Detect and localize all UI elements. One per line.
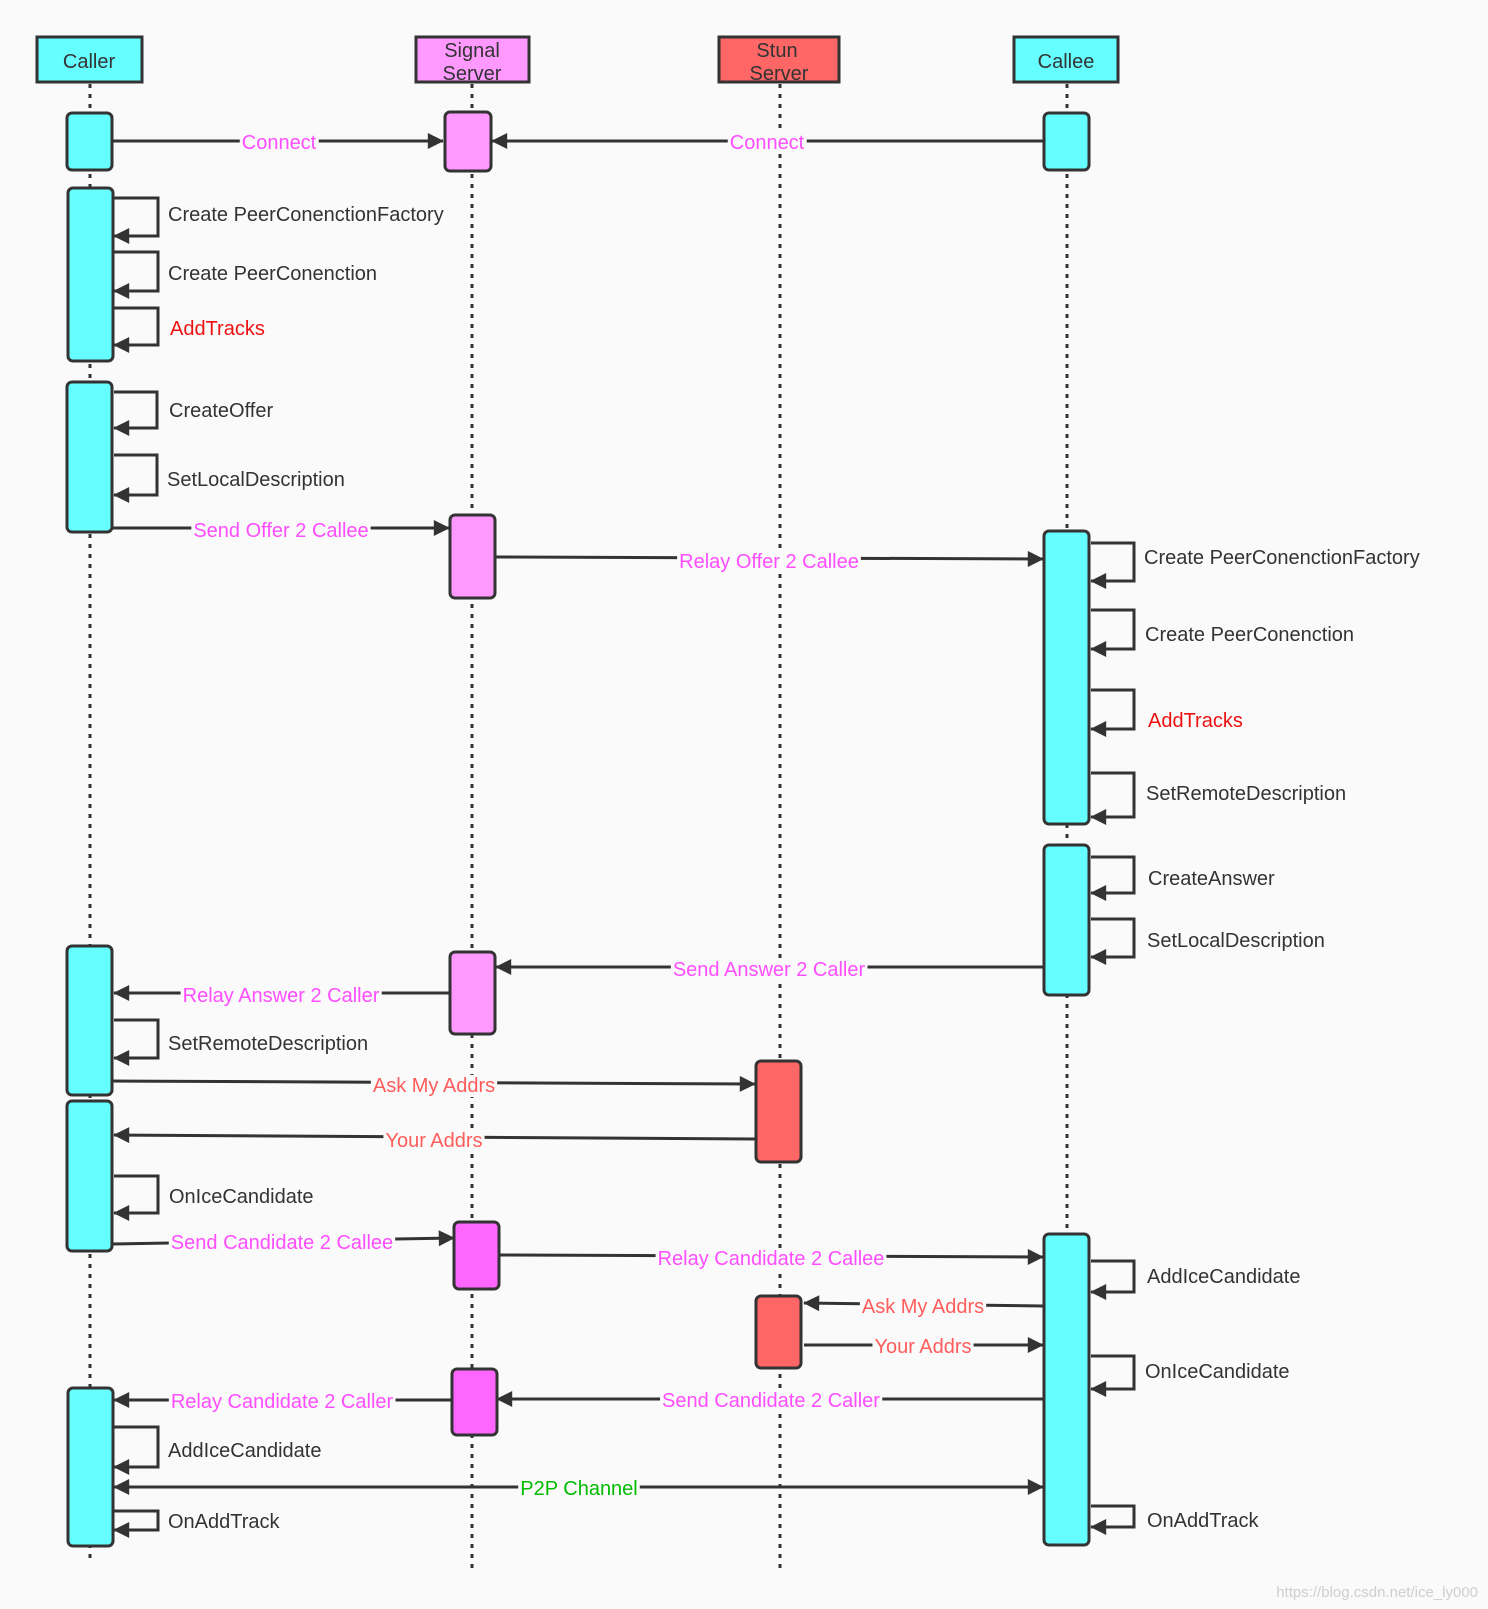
caller-setremote-label: SetRemoteDescription: [168, 1033, 368, 1055]
send-answer-label: Send Answer 2 Caller: [673, 959, 866, 981]
callee-factory-label: Create PeerConenctionFactory: [1144, 547, 1420, 569]
caller-onaddtrack-loop: [113, 1509, 160, 1538]
callee-addtracks-label: AddTracks: [1148, 710, 1243, 732]
caller-activation: [66, 1386, 115, 1548]
callee-setlocal-label: SetLocalDescription: [1147, 930, 1325, 952]
caller-addice-label: AddIceCandidate: [168, 1440, 321, 1462]
callee-pc-loop: [1090, 608, 1136, 657]
ask-addrs-callee-label: Ask My Addrs: [862, 1296, 984, 1318]
caller-factory-label: Create PeerConenctionFactory: [168, 204, 444, 226]
your-addrs-caller-label: Your Addrs: [385, 1130, 482, 1152]
caller-addice-loop: [113, 1425, 160, 1475]
caller-activation: [65, 1099, 114, 1253]
signal-title-line2: Server: [443, 63, 502, 85]
p2p-channel-label: P2P Channel: [520, 1478, 638, 1500]
label-background: [239, 132, 319, 154]
ask-addrs-caller-label: Ask My Addrs: [373, 1075, 495, 1097]
relay-candidate-caller-label: Relay Candidate 2 Caller: [171, 1391, 394, 1413]
callee-addtracks-loop: [1090, 688, 1136, 737]
label-background: [655, 1248, 887, 1270]
caller-onice-loop: [113, 1174, 160, 1221]
label-background: [168, 1232, 396, 1254]
signal-server-participant: Signal Server: [414, 35, 531, 85]
relay-offer-label: Relay Offer 2 Callee: [679, 551, 859, 573]
callee-activation: [1042, 843, 1091, 997]
callee-addice-loop: [1090, 1259, 1136, 1300]
your-addrs-callee-label: Your Addrs: [874, 1336, 971, 1358]
send-candidate-caller-label: Send Candidate 2 Caller: [662, 1390, 880, 1412]
label-background: [168, 1391, 396, 1413]
label-background: [191, 520, 371, 542]
caller-onice-label: OnIceCandidate: [169, 1186, 314, 1208]
caller-createoffer-loop: [113, 390, 159, 436]
callee-activation: [1042, 111, 1091, 172]
stun-title-line1: Stun: [756, 40, 797, 62]
caller-title: Caller: [63, 51, 116, 73]
callee-pc-label: Create PeerConenction: [1145, 624, 1354, 646]
stun-activation: [754, 1294, 803, 1370]
label-background: [859, 1296, 987, 1318]
stun-title-line2: Server: [750, 63, 809, 85]
label-background: [872, 1336, 974, 1358]
caller-pc-label: Create PeerConenction: [168, 263, 377, 285]
label-background: [518, 1478, 640, 1500]
callee-onaddtrack-label: OnAddTrack: [1147, 1510, 1260, 1532]
label-background: [727, 132, 807, 154]
callee-createanswer-label: CreateAnswer: [1148, 868, 1275, 890]
caller-setlocal-loop: [113, 453, 159, 503]
caller-activation: [65, 944, 114, 1097]
caller-createoffer-label: CreateOffer: [169, 400, 273, 422]
relay-answer-label: Relay Answer 2 Caller: [183, 985, 380, 1007]
caller-activation: [65, 111, 114, 172]
caller-setlocal-label: SetLocalDescription: [167, 469, 345, 491]
caller-participant: Caller: [35, 35, 144, 84]
label-background: [660, 1390, 883, 1412]
signal-activation: [443, 110, 493, 173]
callee-setremote-label: SetRemoteDescription: [1146, 783, 1346, 805]
signal-title-line1: Signal: [444, 40, 500, 62]
callee-participant: Callee: [1012, 35, 1120, 84]
callee-setremote-loop: [1090, 771, 1136, 825]
callee-activation: [1042, 1232, 1091, 1547]
signal-activation: [448, 950, 497, 1036]
stun-server-participant: Stun Server: [717, 35, 841, 85]
send-offer-label: Send Offer 2 Callee: [193, 520, 368, 542]
callee-onaddtrack-loop: [1090, 1504, 1136, 1535]
caller-addtracks-loop: [113, 306, 160, 353]
caller-setremote-loop: [113, 1018, 160, 1066]
caller-activation: [66, 186, 115, 363]
caller-addtracks-label: AddTracks: [170, 318, 265, 340]
callee-addice-label: AddIceCandidate: [1147, 1266, 1300, 1288]
callee-onice-label: OnIceCandidate: [1145, 1361, 1290, 1383]
label-background: [383, 1130, 485, 1152]
signal-activation: [452, 1220, 501, 1291]
caller-factory-loop: [113, 196, 160, 244]
callee-factory-loop: [1090, 541, 1136, 589]
label-background: [370, 1075, 498, 1097]
signal-activation: [450, 1367, 499, 1437]
connect-caller-label: Connect: [242, 132, 317, 154]
label-background: [677, 551, 861, 573]
callee-onice-loop: [1090, 1354, 1136, 1397]
label-background: [180, 985, 382, 1007]
relay-candidate-callee-label: Relay Candidate 2 Callee: [658, 1248, 885, 1270]
send-candidate-callee-label: Send Candidate 2 Callee: [171, 1232, 393, 1254]
caller-activation: [65, 380, 114, 534]
label-background: [670, 959, 868, 981]
callee-activation: [1042, 529, 1091, 826]
stun-activation: [754, 1059, 803, 1164]
caller-onaddtrack-label: OnAddTrack: [168, 1511, 281, 1533]
callee-createanswer-loop: [1090, 855, 1136, 901]
connect-callee-label: Connect: [730, 132, 805, 154]
signal-activation: [448, 513, 497, 600]
caller-pc-loop: [113, 250, 160, 299]
callee-setlocal-loop: [1090, 917, 1136, 965]
callee-title: Callee: [1038, 51, 1095, 73]
watermark: https://blog.csdn.net/ice_ly000: [1276, 1584, 1478, 1601]
